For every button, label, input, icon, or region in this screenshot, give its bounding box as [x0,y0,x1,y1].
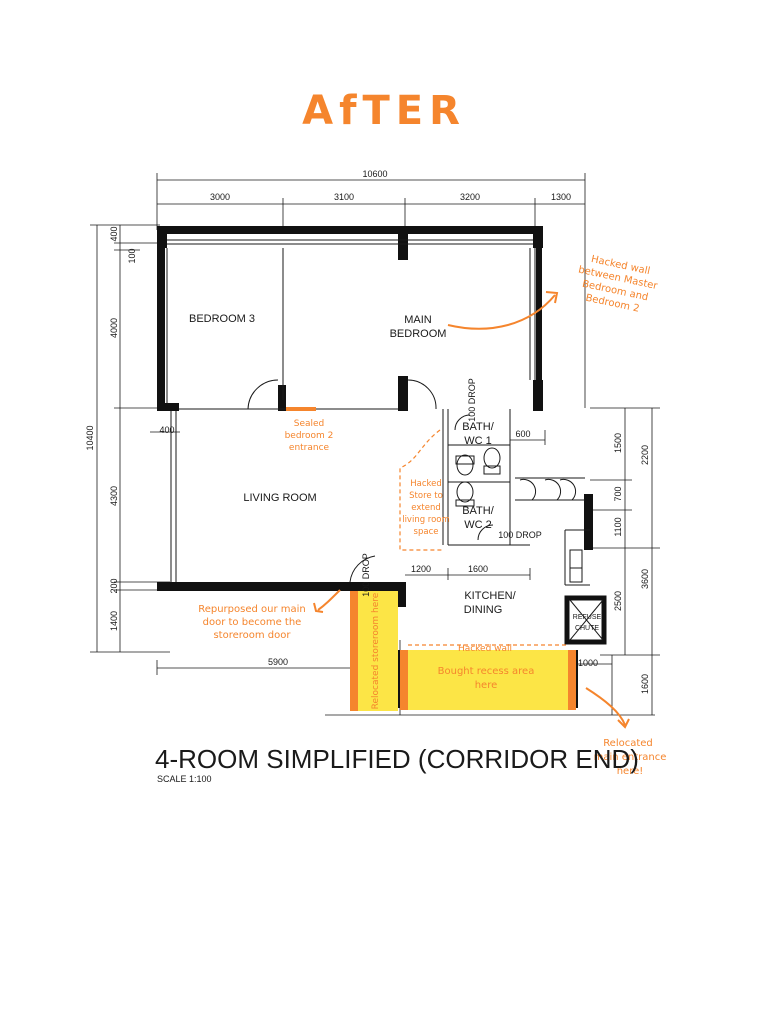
svg-text:main entrance: main entrance [594,752,667,763]
room-kitchen-line1: KITCHEN/ [464,590,516,602]
dim-right-inner-3: 1100 [613,517,623,536]
room-bath1-line1: BATH/ [462,421,495,433]
dim-inner-400: 400 [159,425,174,435]
room-bath2-line1: BATH/ [462,505,495,517]
svg-text:extend: extend [411,503,440,513]
svg-text:Store to: Store to [409,491,443,501]
note-recess-area: Bought recess area here [438,666,535,691]
highlights [286,407,576,711]
dim-left-5: 200 [109,578,119,593]
note-repurposed-door: Repurposed our main door to become the s… [198,604,306,641]
room-bath2-line2: WC 2 [464,519,492,531]
dim-right-inner-4: 2500 [613,591,623,611]
svg-text:storeroom door: storeroom door [213,630,291,641]
dim-right-outer-2: 3600 [640,569,650,589]
dim-right-inner-1: 1500 [613,433,623,453]
dim-left-4: 4300 [109,486,119,506]
note-sealed-entrance: Sealed bedroom 2 entrance [285,419,334,453]
dim-left-6: 1400 [109,611,119,631]
dim-right-inner-2: 700 [613,486,623,501]
room-refuse-line2: CHUTE [575,625,599,632]
annotation-arrows [313,291,630,729]
room-living: LIVING ROOM [243,492,316,504]
dim-left-overall: 10400 [85,425,95,450]
arrow-icon [317,589,341,611]
relocated-storeroom-area [358,591,398,711]
dim-1200: 1200 [411,564,431,574]
svg-text:space: space [414,527,439,537]
room-main-bedroom-line1: MAIN [404,314,432,326]
dim-right-outer-3: 1600 [640,674,650,694]
dim-top-4: 1300 [551,192,571,202]
svg-text:Bought recess area: Bought recess area [438,666,535,677]
arrow-icon [585,687,626,726]
svg-text:Repurposed our main: Repurposed our main [198,604,306,615]
svg-text:door to become the: door to become the [203,617,302,628]
note-hacked-wall: Hacked wall [458,644,512,654]
dim-left-1: 400 [109,226,119,241]
note-relocated-entrance: Relocated main entrance here! [594,738,667,777]
dim-top-1: 3000 [210,192,230,202]
room-main-bedroom-line2: BEDROOM [390,328,447,340]
drop-label-3: 100 DROP [361,553,371,597]
drop-label-2: 100 DROP [498,530,542,540]
svg-text:here!: here! [617,766,644,777]
svg-text:Sealed: Sealed [294,419,325,429]
svg-text:here: here [475,680,498,691]
room-bath1-line2: WC 1 [464,435,492,447]
dim-top-3: 3200 [460,192,480,202]
room-kitchen-line2: DINING [464,604,503,616]
dim-right-outer-1: 2200 [640,445,650,465]
svg-text:Hacked: Hacked [410,479,442,489]
dim-5900: 5900 [268,657,288,667]
sealed-entrance-mark [286,407,316,411]
svg-text:Relocated: Relocated [603,738,653,749]
page-title: AfTER [302,88,466,134]
svg-text:bedroom 2: bedroom 2 [285,431,334,441]
svg-text:entrance: entrance [289,443,330,453]
svg-text:living room: living room [402,515,450,525]
dim-left-3: 4000 [109,318,119,338]
note-relocated-storeroom: Relocated storeroom here [371,592,381,709]
plan-title: 4-ROOM SIMPLIFIED (CORRIDOR END) [155,744,639,774]
scale-label: SCALE 1:100 [157,774,212,784]
arrow-icon [447,294,556,330]
dim-bath-600: 600 [515,429,530,439]
room-bedroom3: BEDROOM 3 [189,313,255,325]
dim-left-2: 100 [127,248,137,263]
dim-1600: 1600 [468,564,488,574]
room-refuse-line1: REFUSE [573,614,602,621]
dim-1000: 1000 [578,658,598,668]
interior-lines [166,239,604,641]
drop-label-1: 100 DROP [467,378,477,422]
dim-overall: 10600 [362,169,387,179]
recess-area [406,650,570,710]
note-hacked-store: Hacked Store to extend living room space [402,479,450,537]
dim-top-2: 3100 [334,192,354,202]
